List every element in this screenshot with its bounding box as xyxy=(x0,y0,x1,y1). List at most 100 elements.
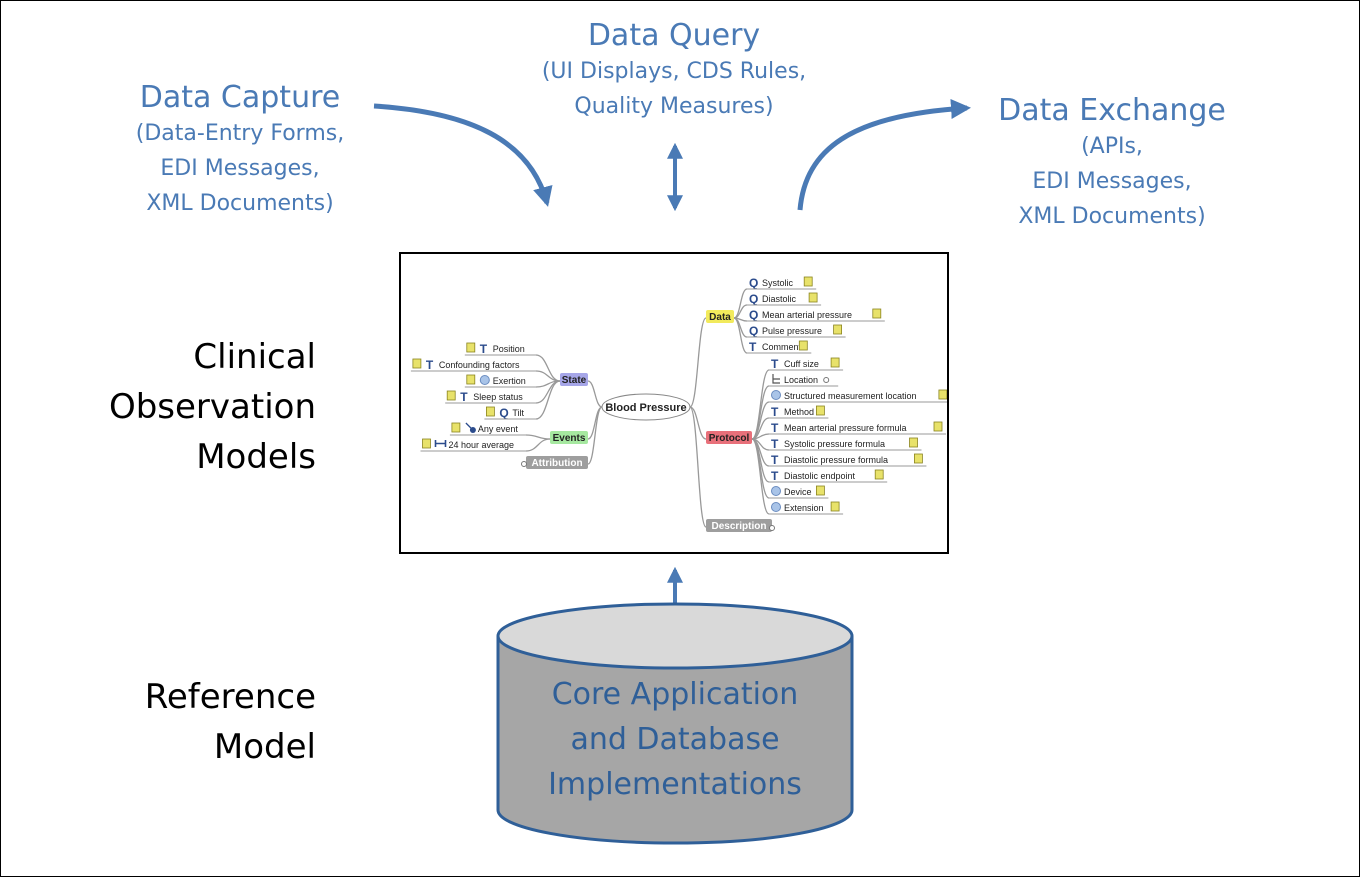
text-type-icon: T xyxy=(771,421,779,435)
link-icon xyxy=(771,390,781,400)
quantity-icon: Q xyxy=(749,308,758,322)
text-type-icon: T xyxy=(749,340,757,354)
state-item-label: Tilt xyxy=(512,408,524,418)
protocol-item-label: Method xyxy=(784,407,814,417)
state-item-label: Exertion xyxy=(493,376,526,386)
text-type-icon: T xyxy=(771,453,779,467)
mindmap-connector xyxy=(525,438,551,452)
note-icon xyxy=(422,438,431,449)
text-type-icon: T xyxy=(771,405,779,419)
data-item-label: Pulse pressure xyxy=(762,326,822,336)
mindmap-connector xyxy=(587,406,603,465)
note-icon xyxy=(446,390,456,401)
protocol-item-label: Systolic pressure formula xyxy=(784,439,885,449)
text-type-icon: T xyxy=(771,357,779,371)
state-item-label: Confounding factors xyxy=(439,360,520,370)
events-branch-label: Events xyxy=(553,433,586,444)
protocol-item-label: Diastolic endpoint xyxy=(784,471,856,481)
protocol-branch-badge xyxy=(706,431,752,444)
data-item-label: Diastolic xyxy=(762,294,797,304)
state-branch-badge xyxy=(560,373,588,386)
data-exchange-label: Data Exchange (APIs, EDI Messages, XML D… xyxy=(962,93,1262,234)
protocol-branch-label: Protocol xyxy=(709,433,750,444)
data-capture-title: Data Capture xyxy=(139,80,341,115)
data-item-label: Systolic xyxy=(762,278,794,288)
data-branch-label: Data xyxy=(709,312,731,323)
note-icon xyxy=(874,469,884,480)
reference-line: Reference xyxy=(144,677,316,717)
protocol-item-label: Cuff size xyxy=(784,359,819,369)
data-capture-label: Data Capture (Data-Entry Forms, EDI Mess… xyxy=(100,80,380,221)
data-exchange-line: (APIs, xyxy=(1081,134,1143,159)
data-branch-badge xyxy=(706,310,734,323)
note-icon xyxy=(466,374,476,385)
protocol-item-label: Structured measurement location xyxy=(784,391,917,401)
quantity-icon: Q xyxy=(749,276,758,290)
note-icon xyxy=(808,292,818,303)
data-item-label: Mean arterial pressure xyxy=(762,310,852,320)
data-exchange-line: EDI Messages, xyxy=(1032,169,1192,194)
mindmap-connector xyxy=(535,380,561,420)
link-icon xyxy=(771,486,781,496)
events-branch-badge xyxy=(550,431,588,444)
data-capture-line: (Data-Entry Forms, xyxy=(135,121,345,146)
state-item-label: Sleep status xyxy=(473,392,523,402)
quantity-icon: Q xyxy=(749,324,758,338)
text-type-icon: T xyxy=(460,390,468,404)
note-icon xyxy=(914,453,923,464)
interval-icon xyxy=(434,440,447,447)
note-icon xyxy=(486,406,495,417)
database-line: Core Application xyxy=(551,677,799,712)
quantity-icon: Q xyxy=(499,406,508,420)
mindmap-root-label: Blood Pressure xyxy=(605,402,686,414)
state-item-label: Position xyxy=(493,344,525,354)
mindmap-connector xyxy=(751,385,770,440)
note-icon xyxy=(466,342,476,353)
data-item-label: Comment xyxy=(762,342,802,352)
attribution-branch-badge xyxy=(526,456,588,469)
data-capture-line: XML Documents) xyxy=(146,191,334,216)
data-exchange-title: Data Exchange xyxy=(998,93,1226,128)
database-line: and Database xyxy=(570,722,780,757)
tree-icon xyxy=(772,374,780,384)
protocol-item-label: Device xyxy=(784,487,812,497)
note-icon xyxy=(938,389,947,400)
mindmap-connector xyxy=(733,317,748,354)
text-type-icon: T xyxy=(426,358,434,372)
description-branch-label: Description xyxy=(711,521,766,532)
mindmap-connector xyxy=(587,380,603,408)
link-icon xyxy=(771,502,781,512)
note-icon xyxy=(909,437,918,448)
text-type-icon: T xyxy=(771,469,779,483)
data-capture-line: EDI Messages, xyxy=(160,156,320,181)
note-icon xyxy=(833,324,843,335)
link-icon xyxy=(479,375,490,385)
data-query-line: (UI Displays, CDS Rules, xyxy=(541,59,807,84)
note-icon xyxy=(451,422,461,433)
note-icon xyxy=(815,405,825,416)
note-icon xyxy=(803,276,813,287)
note-icon xyxy=(933,421,943,432)
event-icon xyxy=(469,427,476,433)
reference-model-label: Reference Model xyxy=(60,672,316,772)
mindmap-connector xyxy=(733,288,748,319)
protocol-item-label: Location xyxy=(784,375,818,385)
note-icon xyxy=(798,340,808,351)
text-type-icon: T xyxy=(480,342,488,356)
mindmap-connector xyxy=(689,406,707,528)
events-item-label: 24 hour average xyxy=(449,440,515,450)
protocol-item-label: Diastolic pressure formula xyxy=(784,455,888,465)
expand-node-icon xyxy=(769,525,775,531)
quantity-icon: Q xyxy=(749,292,758,306)
expand-node-icon xyxy=(521,461,527,467)
expand-node-icon xyxy=(823,377,830,383)
note-icon xyxy=(830,357,840,368)
data-exchange-line: XML Documents) xyxy=(1018,204,1206,229)
mindmap-connector xyxy=(689,317,707,408)
description-branch-badge xyxy=(706,519,772,532)
database-line: Implementations xyxy=(548,767,802,802)
text-type-icon: T xyxy=(771,437,779,451)
note-icon xyxy=(830,501,840,512)
mindmap-connector xyxy=(535,354,561,382)
data-query-label: Data Query (UI Displays, CDS Rules, Qual… xyxy=(504,18,844,124)
